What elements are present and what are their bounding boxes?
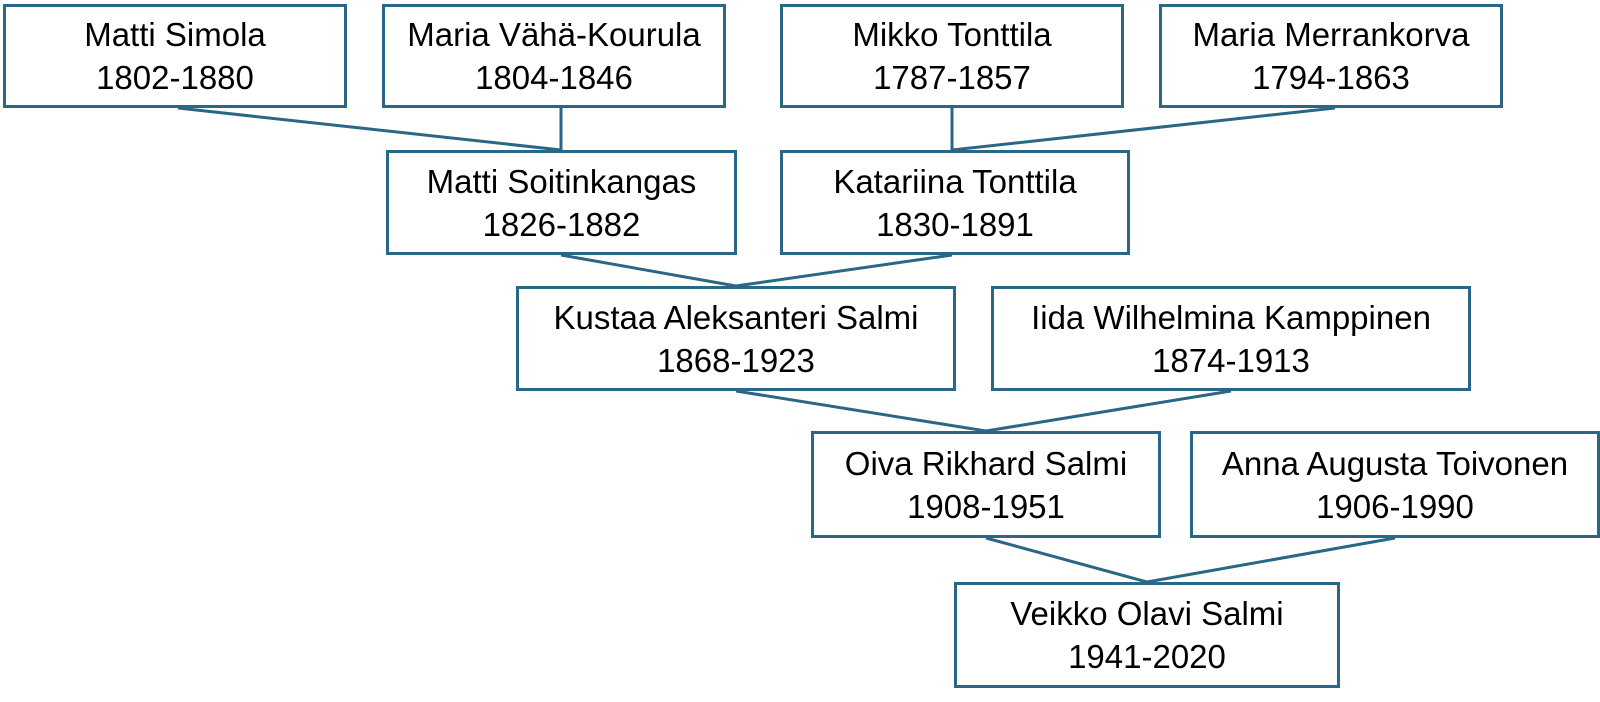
person-box-mikko-tonttila: Mikko Tonttila 1787-1857 [780, 4, 1124, 108]
person-years: 1830-1891 [876, 205, 1034, 243]
person-name: Maria Merrankorva [1192, 16, 1470, 53]
person-box-maria-vaha-kourula: Maria Vähä-Kourula 1804-1846 [382, 4, 726, 108]
person-name: Mikko Tonttila [852, 16, 1052, 53]
person-years: 1908-1951 [907, 487, 1065, 525]
connector-iida-kamppinen-to-oiva-salmi [985, 389, 1232, 433]
person-box-matti-simola: Matti Simola 1802-1880 [3, 4, 347, 108]
person-years: 1826-1882 [482, 205, 641, 243]
person-box-anna-toivonen: Anna Augusta Toivonen 1906-1990 [1190, 431, 1600, 538]
person-box-iida-kamppinen: Iida Wilhelmina Kamppinen 1874-1913 [991, 286, 1471, 391]
person-name: Matti Soitinkangas [426, 162, 697, 200]
person-years: 1804-1846 [475, 59, 633, 96]
person-box-kustaa-salmi: Kustaa Aleksanteri Salmi 1868-1923 [516, 286, 956, 391]
person-name: Iida Wilhelmina Kamppinen [1031, 298, 1431, 336]
person-name: Oiva Rikhard Salmi [844, 444, 1128, 482]
person-years: 1787-1857 [873, 59, 1031, 96]
person-years: 1802-1880 [96, 59, 254, 96]
person-box-katariina-tonttila: Katariina Tonttila 1830-1891 [780, 150, 1130, 255]
person-years: 1794-1863 [1252, 59, 1410, 96]
person-name: Katariina Tonttila [833, 162, 1077, 200]
person-years: 1874-1913 [1152, 341, 1310, 379]
connector-anna-toivonen-to-veikko-salmi [1146, 536, 1396, 584]
connector-oiva-salmi-to-veikko-salmi [985, 536, 1148, 584]
connector-maria-merrankorva-to-katariina-tonttila [951, 106, 1336, 152]
person-name: Kustaa Aleksanteri Salmi [553, 298, 919, 336]
person-years: 1868-1923 [657, 341, 815, 379]
person-box-oiva-salmi: Oiva Rikhard Salmi 1908-1951 [811, 431, 1161, 538]
person-name: Matti Simola [84, 16, 266, 53]
connector-katariina-tonttila-to-kustaa-salmi [735, 253, 953, 288]
person-name: Anna Augusta Toivonen [1221, 444, 1569, 482]
connector-matti-soitinkangas-to-kustaa-salmi [560, 253, 737, 288]
person-box-veikko-salmi: Veikko Olavi Salmi 1941-2020 [954, 582, 1340, 688]
person-name: Veikko Olavi Salmi [1010, 595, 1284, 632]
person-years: 1906-1990 [1316, 487, 1474, 525]
person-name: Maria Vähä-Kourula [407, 16, 701, 53]
connector-kustaa-salmi-to-oiva-salmi [735, 389, 987, 433]
person-years: 1941-2020 [1068, 638, 1226, 675]
person-box-matti-soitinkangas: Matti Soitinkangas 1826-1882 [386, 150, 737, 255]
connector-matti-simola-to-matti-soitinkangas [177, 106, 562, 152]
person-box-maria-merrankorva: Maria Merrankorva 1794-1863 [1159, 4, 1503, 108]
